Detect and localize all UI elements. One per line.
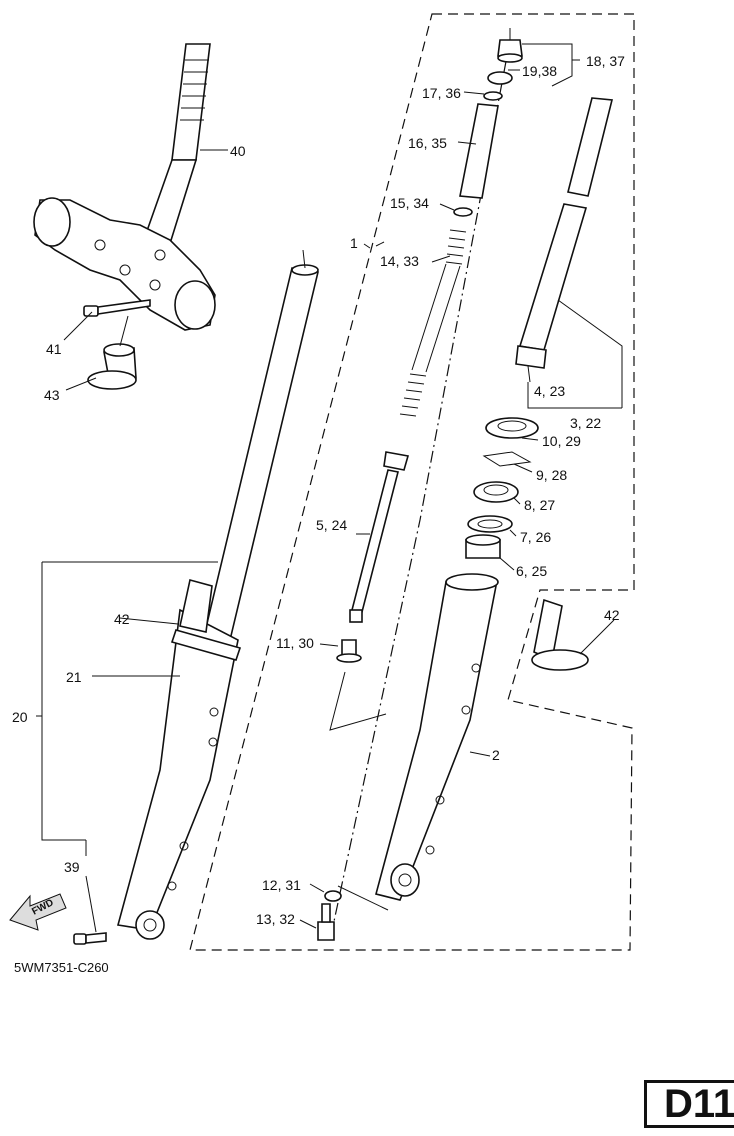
callout-4-23: 4, 23 (534, 383, 565, 399)
assembly-boundary-dashed (189, 13, 635, 951)
callout-17-36: 17, 36 (422, 85, 461, 101)
callout-9-28: 9, 28 (536, 467, 567, 483)
callout-11-30: 11, 30 (276, 635, 314, 651)
callout-10-29: 10, 29 (542, 433, 581, 449)
outer-tube-part (375, 573, 499, 901)
callout-42-left: 42 (114, 611, 130, 627)
callout-1: 1 (350, 235, 358, 251)
spring-seat-part (453, 207, 473, 217)
bolt-39-part (73, 932, 107, 945)
fork-guard-part-right (531, 598, 589, 671)
callout-12-31: 12, 31 (262, 877, 301, 893)
callout-18-37: 18, 37 (586, 53, 625, 69)
callout-42-right: 42 (604, 607, 620, 623)
oil-lock-piece-part (336, 639, 362, 663)
washer-part (483, 91, 503, 101)
fwd-arrow-icon (9, 893, 67, 931)
page-code-box (644, 1080, 734, 1128)
page-code: D11 (664, 1082, 734, 1126)
callout-40: 40 (230, 143, 246, 159)
callout-14-33: 14, 33 (380, 253, 419, 269)
callout-8-27: 8, 27 (524, 497, 555, 513)
left-fork-assembly-part (116, 249, 319, 940)
leader-lines (36, 43, 623, 933)
o-ring-part (487, 71, 513, 85)
fork-spring-part (399, 229, 467, 417)
callout-19-38: 19,38 (522, 63, 557, 79)
callout-3-22: 3, 22 (570, 415, 601, 431)
callout-39: 39 (64, 859, 80, 875)
cap-bolt-part (497, 28, 523, 63)
callout-16-35: 16, 35 (408, 135, 447, 151)
diagram-code: 5WM7351-C260 (14, 960, 109, 975)
clip-part (482, 451, 532, 467)
drain-bolt-part (317, 903, 335, 941)
callout-5-24: 5, 24 (316, 517, 347, 533)
steering-stem-part (33, 43, 216, 331)
callout-43: 43 (44, 387, 60, 403)
seal-washer-part (467, 515, 513, 533)
inner-tube-part (515, 97, 614, 369)
bushing-part (465, 534, 501, 559)
callout-7-26: 7, 26 (520, 529, 551, 545)
oil-seal-part (473, 481, 519, 503)
callout-2: 2 (492, 747, 500, 763)
callout-21: 21 (66, 669, 82, 685)
callout-6-25: 6, 25 (516, 563, 547, 579)
callout-41: 41 (46, 341, 62, 357)
centerline (329, 39, 511, 941)
spacer-tube-part (459, 103, 499, 199)
bolt-41-part (83, 299, 151, 317)
callout-13-32: 13, 32 (256, 911, 295, 927)
collar-43-part (87, 343, 137, 390)
damper-rod-part (349, 451, 410, 623)
callout-20: 20 (12, 709, 28, 725)
drain-washer-part (324, 890, 342, 902)
callout-15-34: 15, 34 (390, 195, 429, 211)
dust-seal-part (485, 417, 539, 439)
